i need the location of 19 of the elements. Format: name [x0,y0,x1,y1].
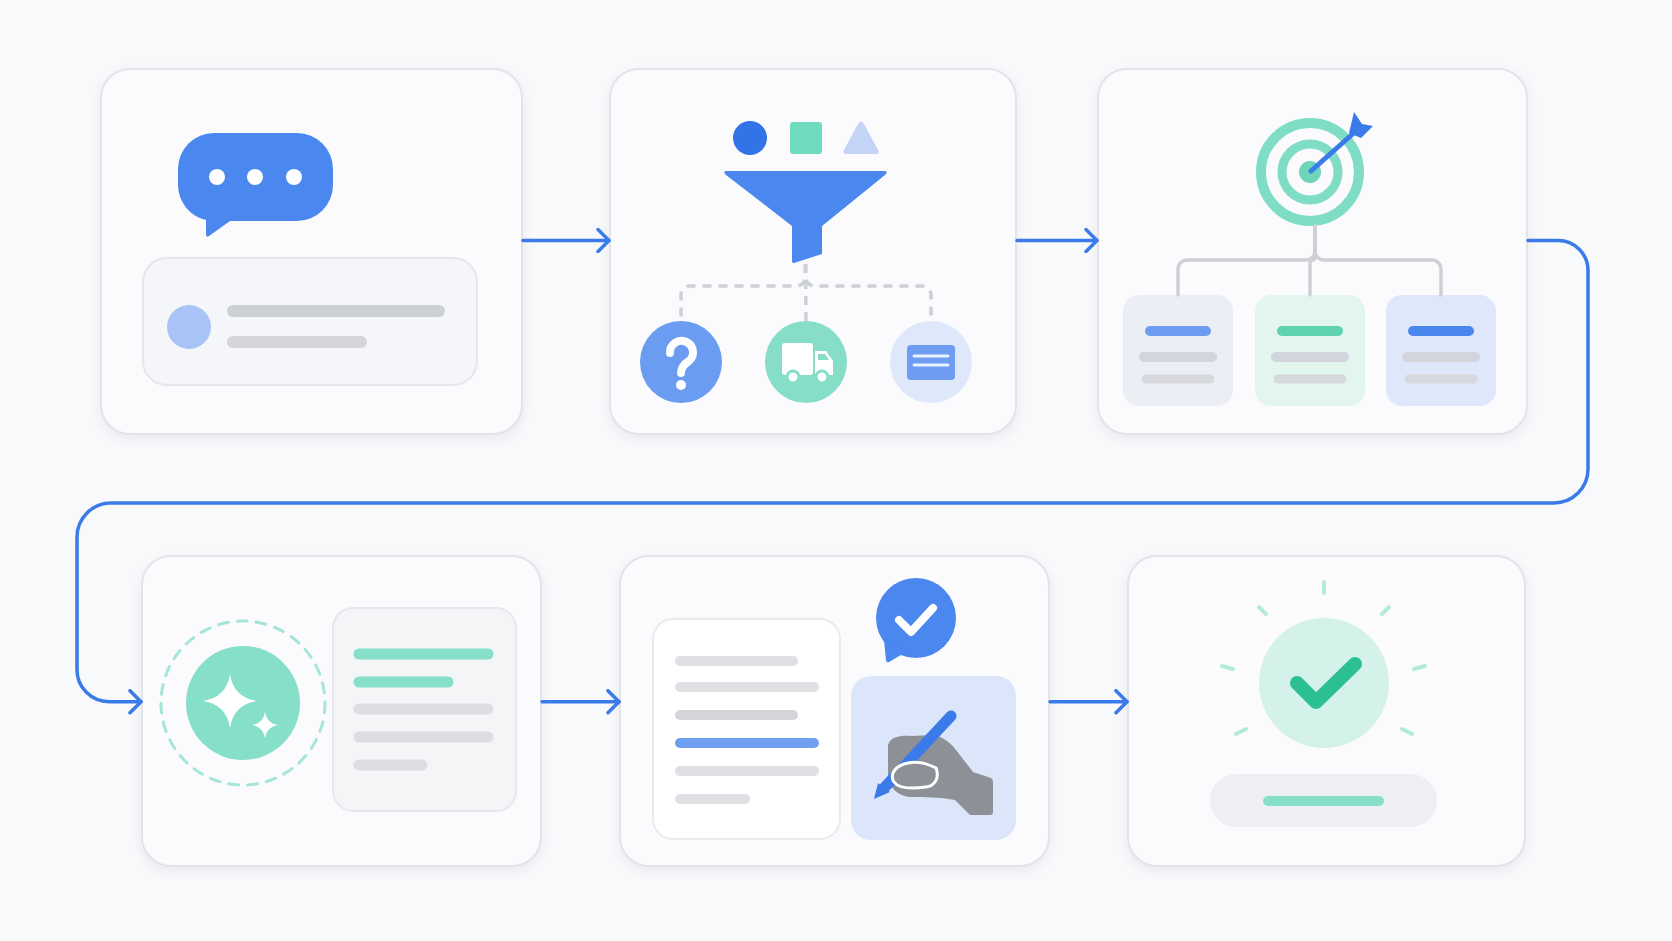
step-card [100,68,523,435]
arrow [1048,688,1129,715]
step-card [609,68,1017,435]
list-card [1386,295,1496,406]
step-card [141,555,542,867]
step-card [1097,68,1528,435]
funnel-icon [722,171,889,264]
question-mark-icon [640,321,722,403]
arrow [75,238,1590,715]
list-card [1123,295,1233,406]
truck-icon [765,321,847,403]
step-card [619,555,1050,867]
list-card [1255,295,1365,406]
connector-line [1313,224,1443,297]
step-card [1127,555,1526,867]
arrow [540,688,621,715]
document-icon [890,321,972,403]
arrow [1015,227,1099,254]
arrow [521,227,611,254]
